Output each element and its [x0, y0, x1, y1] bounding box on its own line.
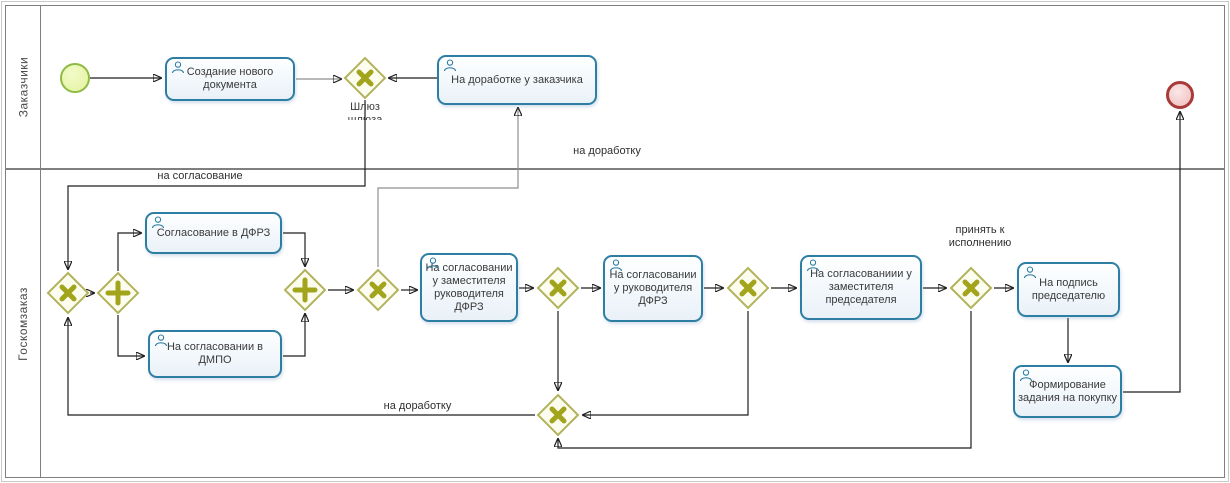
xor-icon — [549, 406, 567, 424]
task-label: На согласовании у руководителя ДФРЗ — [609, 269, 697, 307]
task-label: Формирование задания на покупку — [1017, 378, 1118, 404]
user-task-icon — [1023, 266, 1037, 279]
start-event[interactable] — [60, 63, 90, 93]
user-task-icon — [609, 259, 623, 272]
gateway-label-line2-clipped: шлюза — [347, 114, 383, 120]
gateway-and-join[interactable] — [283, 268, 327, 312]
task-sign-chairman[interactable]: На подпись председателю — [1017, 262, 1120, 317]
and-icon — [292, 277, 318, 303]
gateway-xor-customer[interactable] — [343, 56, 387, 100]
xor-icon — [549, 279, 567, 297]
lane-goskomzakaz: Госкомзаказ — [6, 170, 1224, 477]
end-event[interactable] — [1166, 81, 1194, 109]
gateway-xor-rework-merge[interactable] — [536, 393, 580, 437]
user-task-icon — [806, 259, 820, 272]
task-approve-dmpo[interactable]: На согласовании в ДМПО — [148, 330, 282, 378]
edge-label-accept-execution: принять к исполнению — [948, 224, 1012, 249]
task-form-purchase-task[interactable]: Формирование задания на покупку — [1013, 365, 1122, 418]
task-approve-deputy-head-dfrz[interactable]: На согласовании у заместителя руководите… — [420, 253, 518, 322]
xor-icon — [369, 281, 387, 299]
lane-goskomzakaz-label: Госкомзаказ — [16, 286, 30, 361]
edge-label-to-rework-top: на доработку — [573, 145, 641, 157]
task-label: На согласованиии у заместителя председат… — [810, 268, 912, 306]
gateway-label-line1: Шлюз — [350, 101, 380, 113]
xor-icon — [962, 279, 980, 297]
task-label: На доработке у заказчика — [451, 73, 583, 86]
user-task-icon — [151, 216, 165, 229]
task-approve-head-dfrz[interactable]: На согласовании у руководителя ДФРЗ — [603, 255, 703, 322]
gateway-xor-deputy-head[interactable] — [536, 266, 580, 310]
user-task-icon — [443, 59, 457, 72]
user-task-icon — [1019, 369, 1033, 382]
task-create-document[interactable]: Создание нового документа — [165, 57, 295, 101]
user-task-icon — [171, 61, 185, 74]
user-task-icon — [154, 334, 168, 347]
and-icon — [105, 280, 131, 306]
task-label: На подпись председателю — [1031, 276, 1106, 302]
edge-label-to-rework-bottom: на доработку — [383, 400, 452, 412]
lane-customers-header: Заказчики — [6, 6, 41, 168]
lane-goskomzakaz-header: Госкомзаказ — [6, 170, 41, 477]
task-approve-deputy-chairman[interactable]: На согласованиии у заместителя председат… — [800, 255, 922, 320]
xor-icon — [356, 69, 374, 87]
task-label: На согласовании у заместителя руководите… — [425, 261, 513, 313]
user-task-icon — [426, 257, 440, 270]
lane-customers: Заказчики — [6, 6, 1224, 170]
task-label: На согласовании в ДМПО — [166, 341, 263, 366]
gateway-xor-head-dfrz[interactable] — [726, 266, 770, 310]
gateway-xor-deputy-chairman[interactable] — [949, 266, 993, 310]
lane-customers-label: Заказчики — [16, 56, 30, 118]
task-label: Создание нового документа — [186, 66, 274, 91]
gateway-and-split[interactable] — [96, 271, 140, 315]
task-label: Согласование в ДФРЗ — [156, 226, 271, 239]
xor-icon — [739, 279, 757, 297]
gateway-xor-after-join[interactable] — [356, 268, 400, 312]
edge-label-to-approval: на согласование — [157, 170, 243, 182]
xor-icon — [59, 284, 77, 302]
task-rework-customer[interactable]: На доработке у заказчика — [437, 55, 597, 105]
gateway-label: Шлюз шлюза — [335, 101, 395, 120]
task-approve-dfrz[interactable]: Согласование в ДФРЗ — [145, 212, 282, 254]
gateway-xor-merge-left[interactable] — [46, 271, 90, 315]
process-pool: Заказчики Госкомзаказ — [5, 5, 1225, 478]
